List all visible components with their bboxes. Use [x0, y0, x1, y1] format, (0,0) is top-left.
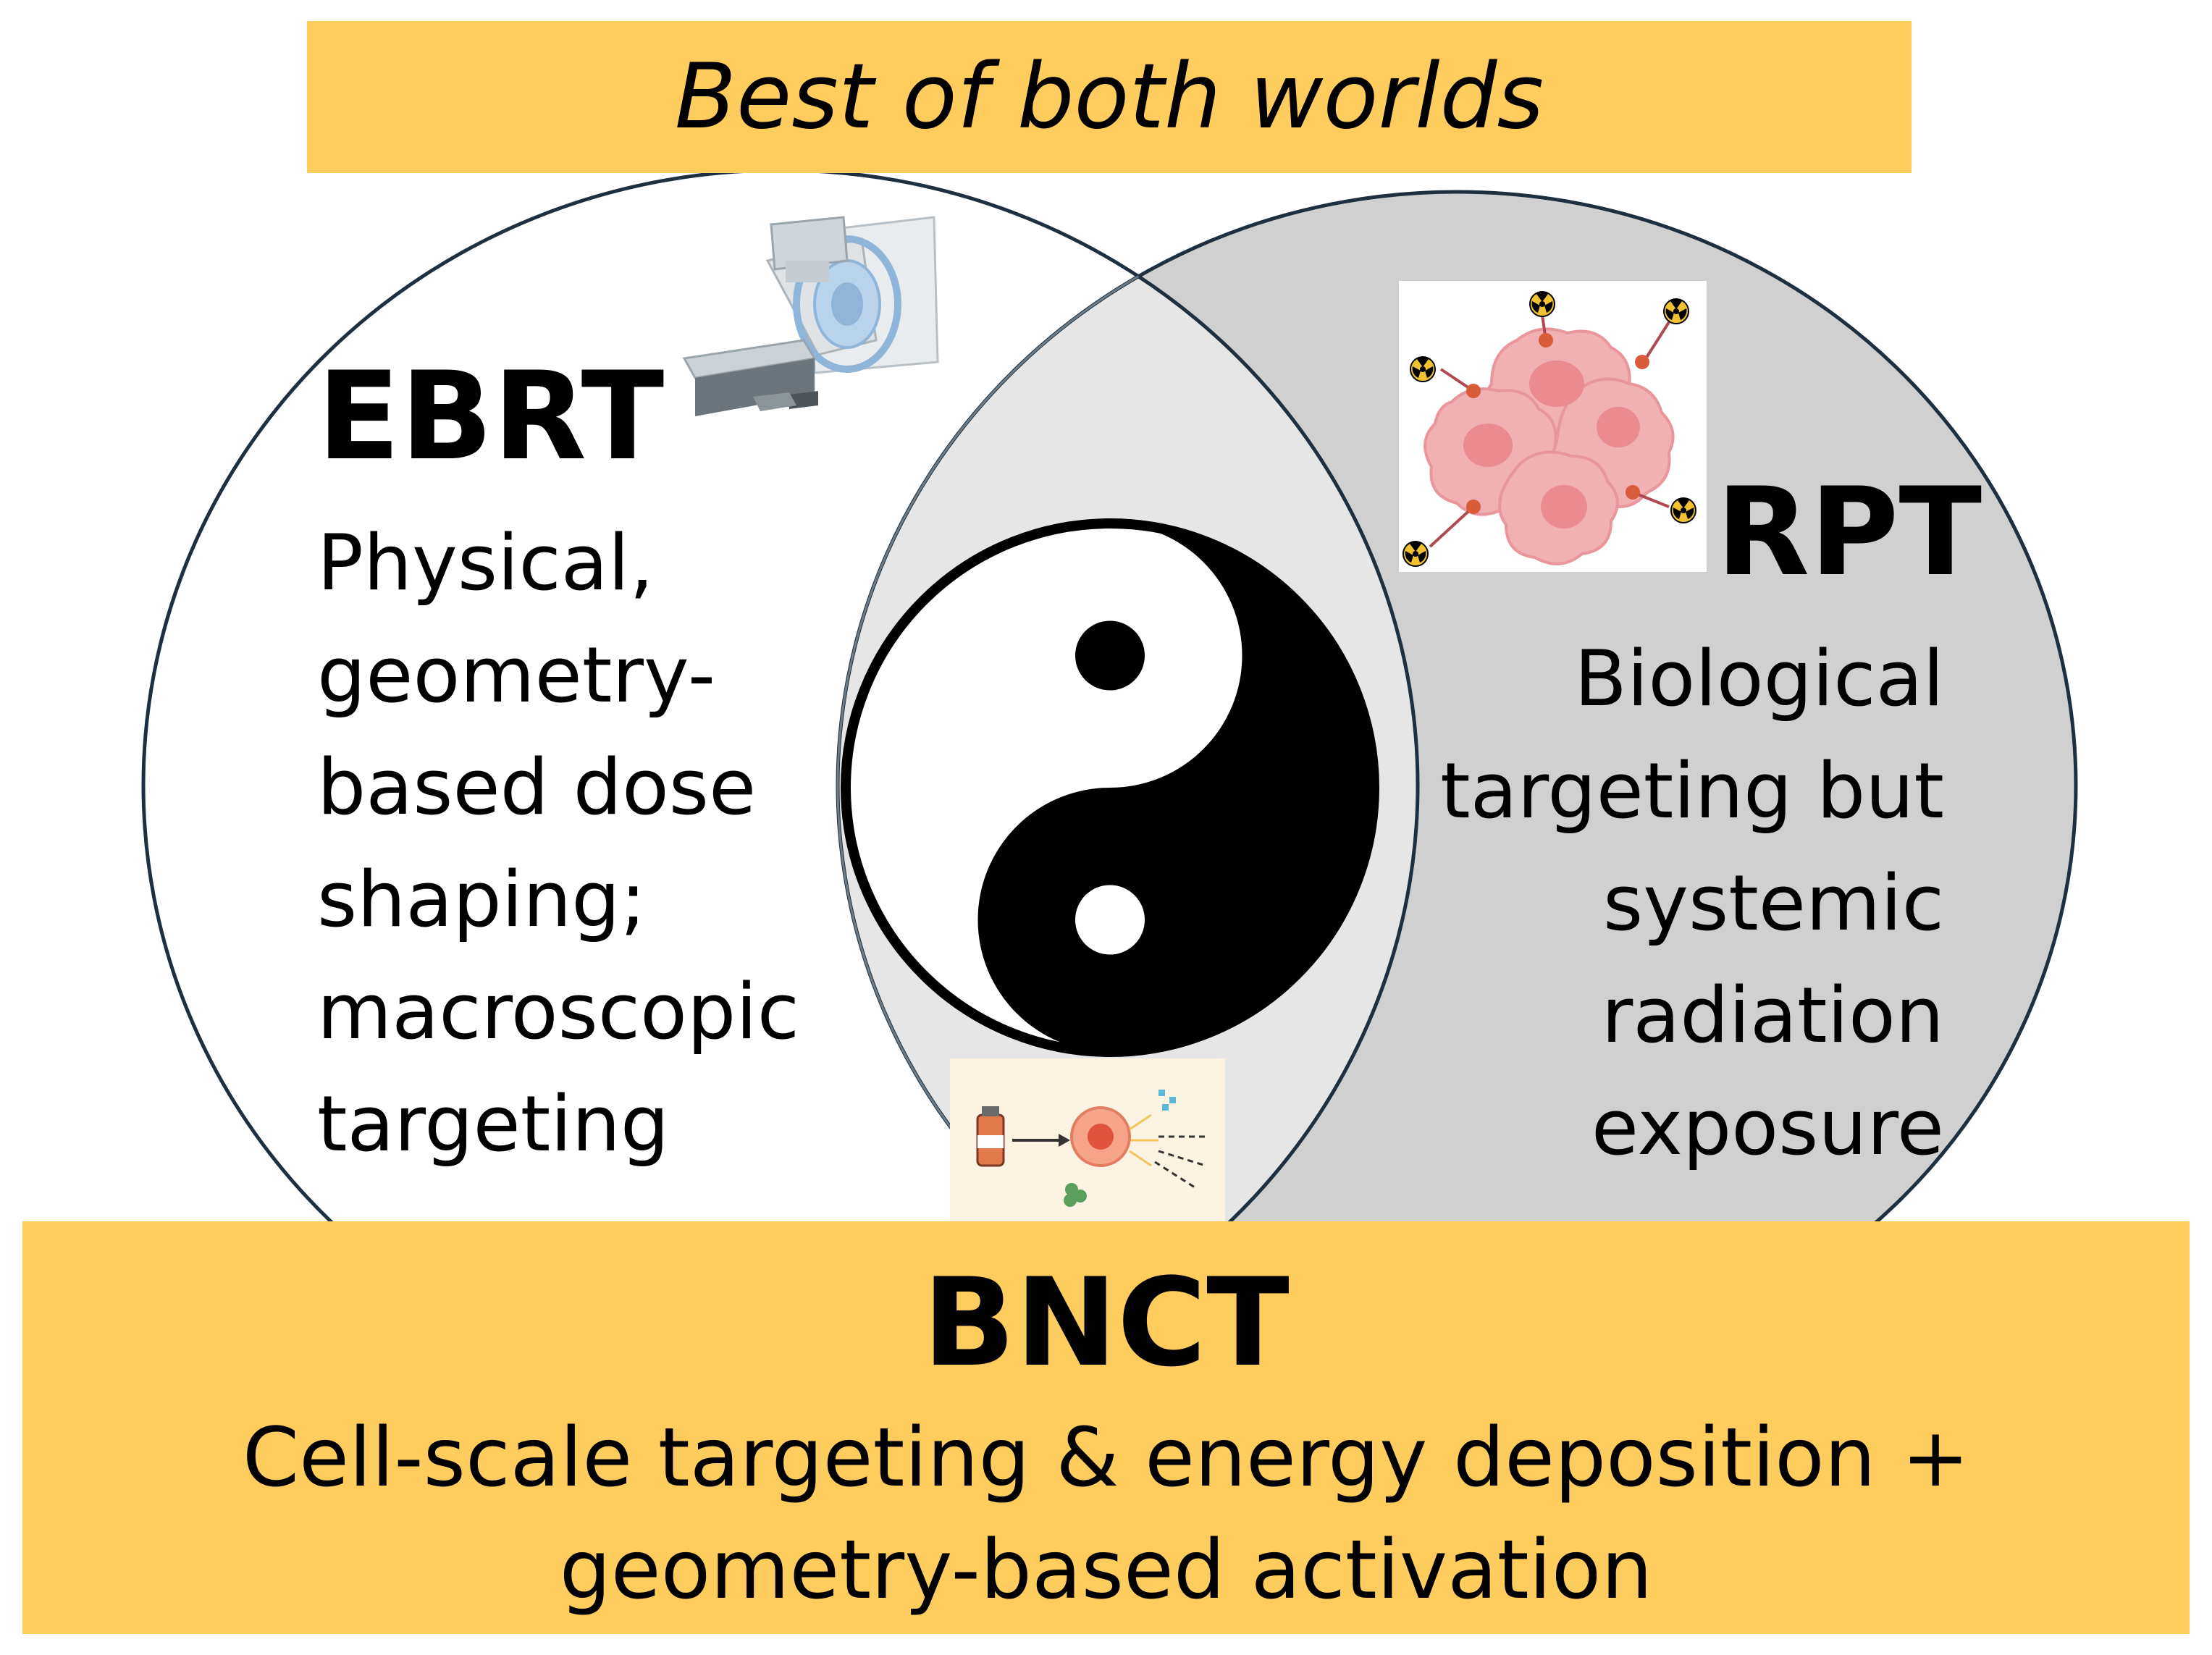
rpt-line: radiation: [1601, 971, 1944, 1060]
bnct-description: Cell-scale targeting & energy deposition…: [22, 1402, 2190, 1627]
ebrt-line: geometry-: [317, 631, 716, 720]
boron-delivery-icon: [950, 1058, 1225, 1221]
bnct-title: BNCT: [922, 1252, 1290, 1394]
ebrt-description: Physical, geometry- based dose shaping; …: [317, 507, 882, 1180]
header-banner: Best of both worlds: [307, 21, 1912, 173]
rpt-line: systemic: [1603, 859, 1944, 948]
radiotherapy-machine-icon: [682, 216, 939, 416]
rpt-line: targeting but: [1440, 746, 1944, 835]
yin-yang-icon: [841, 518, 1379, 1057]
ebrt-line: Physical,: [317, 518, 654, 607]
rpt-line: Biological: [1574, 634, 1944, 723]
ebrt-line: macroscopic: [317, 967, 799, 1056]
radiolabeled-cells-icon: [1399, 281, 1707, 572]
ebrt-title: EBRT: [317, 345, 665, 487]
rpt-line: exposure: [1591, 1083, 1944, 1172]
ebrt-line: targeting: [317, 1079, 670, 1168]
ebrt-line: shaping;: [317, 855, 647, 944]
bnct-banner: BNCT Cell-scale targeting & energy depos…: [22, 1221, 2190, 1634]
bnct-line: geometry-based activation: [559, 1523, 1653, 1617]
ebrt-line: based dose: [317, 743, 757, 832]
rpt-title: RPT: [1716, 461, 1982, 603]
header-title: Best of both worlds: [674, 45, 1544, 149]
rpt-description: Biological targeting but systemic radiat…: [1350, 623, 1944, 1184]
bnct-line: Cell-scale targeting & energy deposition…: [242, 1411, 1970, 1505]
